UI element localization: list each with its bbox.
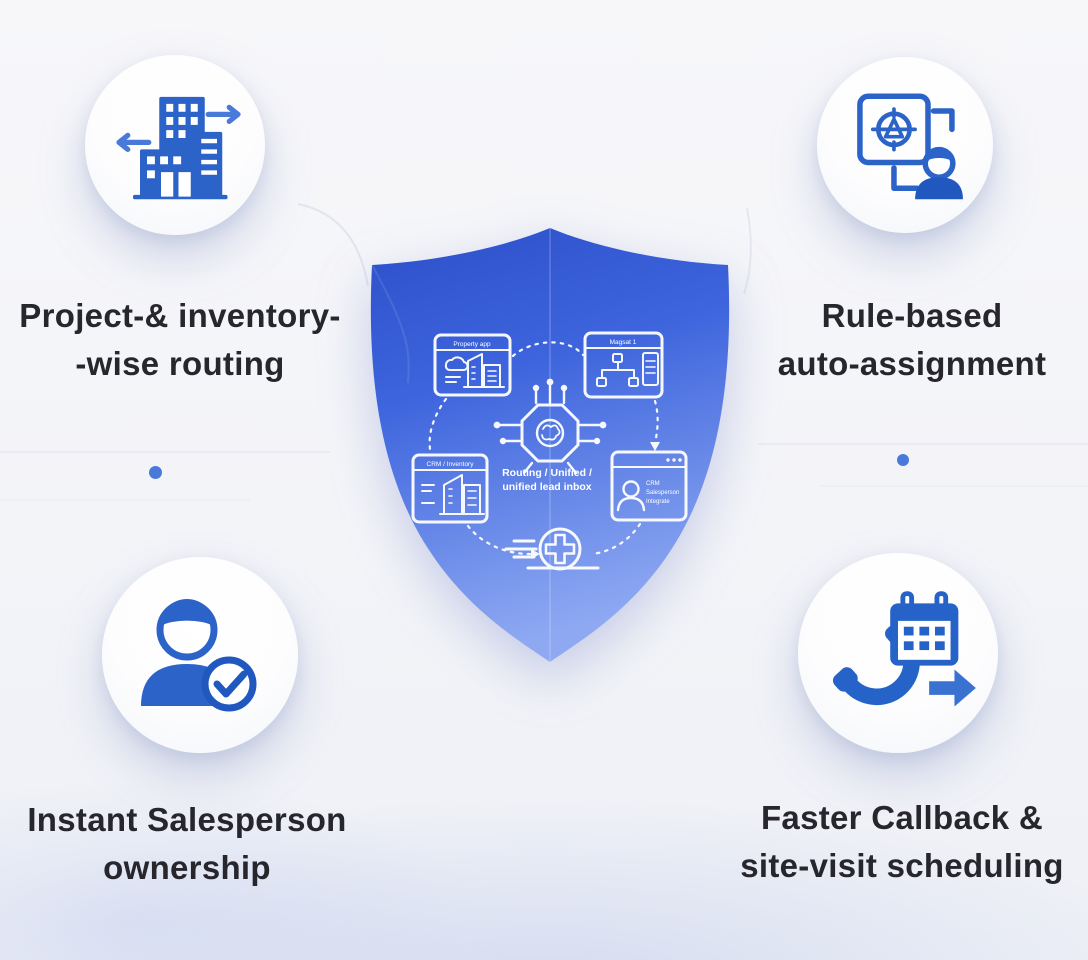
feature-routing-caption: Project-& inventory- -wise routing (0, 292, 360, 388)
shield-caption-line2: unified lead inbox (502, 481, 591, 493)
feature-ownership-caption: Instant Salesperson ownership (5, 796, 369, 892)
card-line-crm: CRM (646, 481, 660, 487)
shield-flow-connectors (428, 341, 659, 556)
feature-ownership-line1: Instant Salesperson (27, 801, 347, 838)
shield-card-rules (583, 331, 664, 399)
decor-dot-left (149, 466, 162, 479)
feature-auto-assignment-line2: auto-assignment (777, 345, 1047, 382)
shield-caption-line1: Routing / Unified / (502, 467, 592, 479)
shield-ai-chip-icon (493, 378, 607, 475)
card-line-salesperson: Salesperson (646, 490, 679, 496)
shield-card-crm-browser (610, 450, 688, 522)
building-arrows-icon (116, 96, 241, 200)
person-check-icon (141, 599, 257, 712)
feature-scheduling-line1: Faster Callback & (760, 799, 1044, 836)
shield-fold-left (371, 264, 410, 384)
card-line-integrate: Integrate (646, 499, 670, 505)
shield-fast-action-icon (504, 527, 600, 571)
card-title-crm-inventory: CRM / Inventory (427, 461, 475, 468)
calendar-part (890, 591, 959, 666)
feature-auto-assignment-badge (817, 57, 993, 233)
feature-auto-assignment-caption: Rule-based auto-assignment (752, 292, 1072, 388)
forward-arrow-part (929, 669, 976, 707)
feature-routing-line1: Project-& inventory- (19, 297, 341, 334)
feature-routing-badge (85, 55, 265, 235)
feature-routing-line2: -wise routing (75, 345, 285, 382)
card-title-rules: Magsat 1 (610, 339, 637, 346)
connector-arrowheads (531, 442, 660, 559)
phone-calendar-icon (832, 591, 976, 707)
decor-dot-right (897, 454, 909, 466)
shield-card-crm-inventory (411, 453, 489, 524)
rule-assignment-icon (857, 93, 963, 200)
feature-auto-assignment-line1: Rule-based (821, 297, 1003, 334)
feature-scheduling-caption: Faster Callback & site-visit scheduling (740, 794, 1064, 890)
feature-scheduling-badge (798, 553, 998, 753)
shield-diagram: Property app Magsat 1 CRM / Inventory CR… (370, 228, 730, 662)
feature-scheduling-line2: site-visit scheduling (740, 847, 1064, 884)
feature-ownership-badge (102, 557, 298, 753)
shield-card-property-app (433, 333, 512, 397)
card-title-property-app: Property app (453, 341, 491, 348)
feature-ownership-line2: ownership (103, 849, 271, 886)
